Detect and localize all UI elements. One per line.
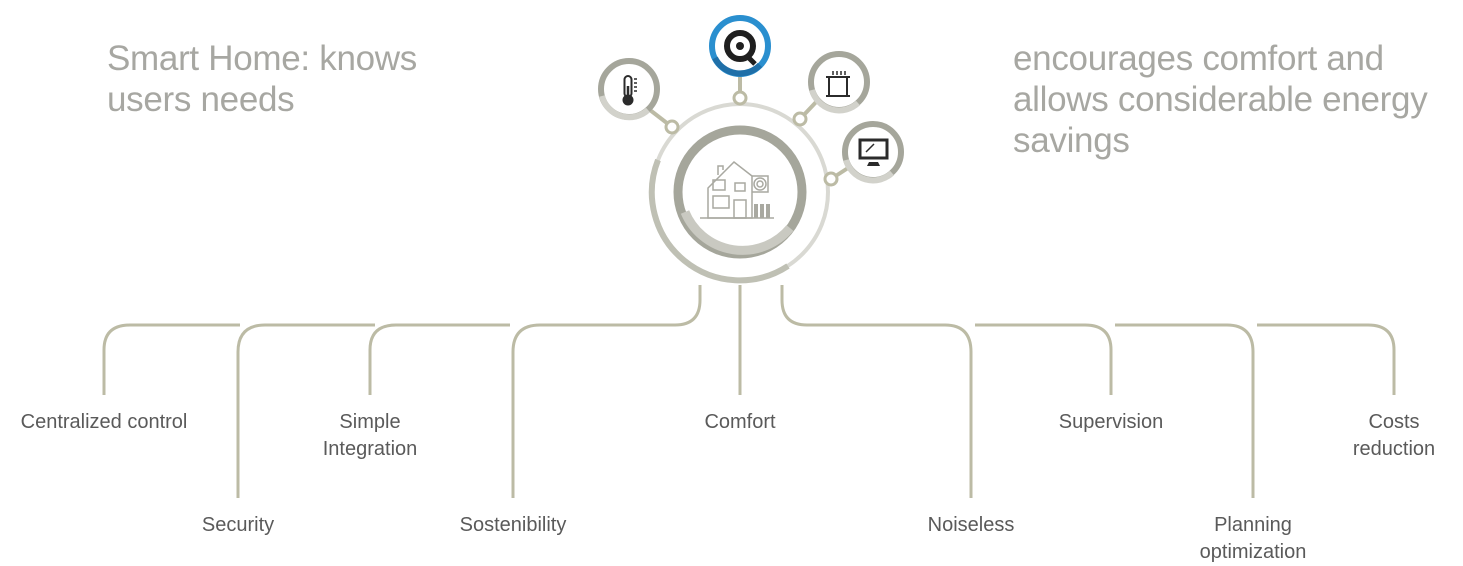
spoke-node-monitor [823,171,839,187]
monitor-icon [858,138,889,166]
brand-logo-badge [709,15,771,77]
monitor-badge [842,121,904,184]
inner-ring-shade [680,210,794,255]
thermometer-badge [598,58,660,121]
house-icon [700,161,774,219]
brand-logo-icon [724,30,757,66]
spoke-node-logo [732,90,748,106]
feature-supervision: Supervision [1058,411,1164,433]
feature-planning-optimization: Planning optimization [1199,514,1307,563]
feature-costs-reduction: Costs reduction [1352,411,1436,460]
feature-comfort: Comfort [704,411,776,433]
spoke-node-thermometer [664,119,680,135]
feature-sostenibility: Sostenibility [459,514,567,536]
feature-noiseless: Noiseless [927,514,1015,536]
connector-costs-reduction [1257,323,1396,395]
headline-right: encourages comfort and allows considerab… [1013,39,1428,160]
connector-planning-optimization [1115,323,1255,498]
connector-simple-integration [368,323,510,395]
hub [598,15,904,284]
feature-centralized-control: Centralized control [20,411,188,433]
spoke-node-radiator [792,111,808,127]
radiator-badge [808,51,870,114]
connector-noiseless [780,285,973,498]
feature-simple-integration: Simple Integration [322,411,418,460]
connector-security [236,323,375,498]
thermometer-icon [622,75,637,106]
radiator-icon [826,71,850,97]
connector-lines [102,285,1396,498]
outer-ring-shade [648,158,790,284]
connector-sostenibility [511,285,702,498]
feature-security: Security [201,514,275,536]
headline-left: Smart Home: knows users needs [107,39,417,119]
connector-centralized-control [102,323,240,395]
connector-supervision [975,323,1113,395]
